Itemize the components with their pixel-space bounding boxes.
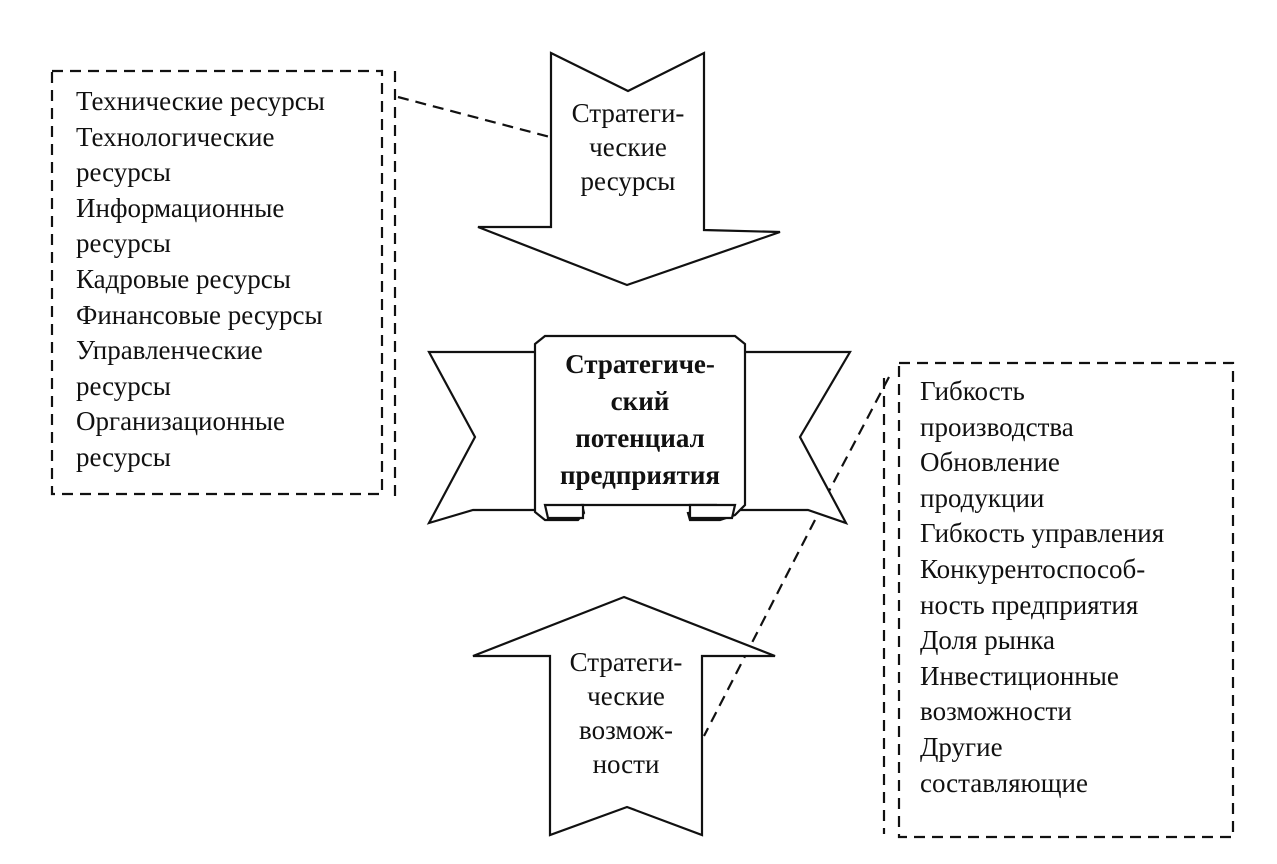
right-box-frame <box>897 361 1235 839</box>
top-arrow-label: Стратеги- ческие ресурсы <box>571 98 685 196</box>
connector-right-box-to-center <box>827 376 890 494</box>
connector-center-to-bottom-arrow <box>703 519 816 737</box>
left-resources-list: Технические ресурсы Технологические ресу… <box>76 86 325 472</box>
left-box-frame <box>50 69 384 496</box>
bottom-arrow-label: Стратеги- ческие возмож- ности <box>569 647 683 779</box>
banner-right-wing <box>736 350 852 525</box>
center-label: Стратегиче- ский потенциал предприятия <box>559 349 721 490</box>
center-scroll <box>533 334 747 522</box>
connector-left-box-to-top-arrow <box>397 95 551 139</box>
scroll-curl-right <box>688 503 737 520</box>
top-down-arrow <box>477 51 781 287</box>
bottom-up-arrow <box>472 595 776 837</box>
right-opportunities-list: Гибкость производства Обновление продукц… <box>920 376 1165 798</box>
scroll-curl-left <box>543 503 585 520</box>
